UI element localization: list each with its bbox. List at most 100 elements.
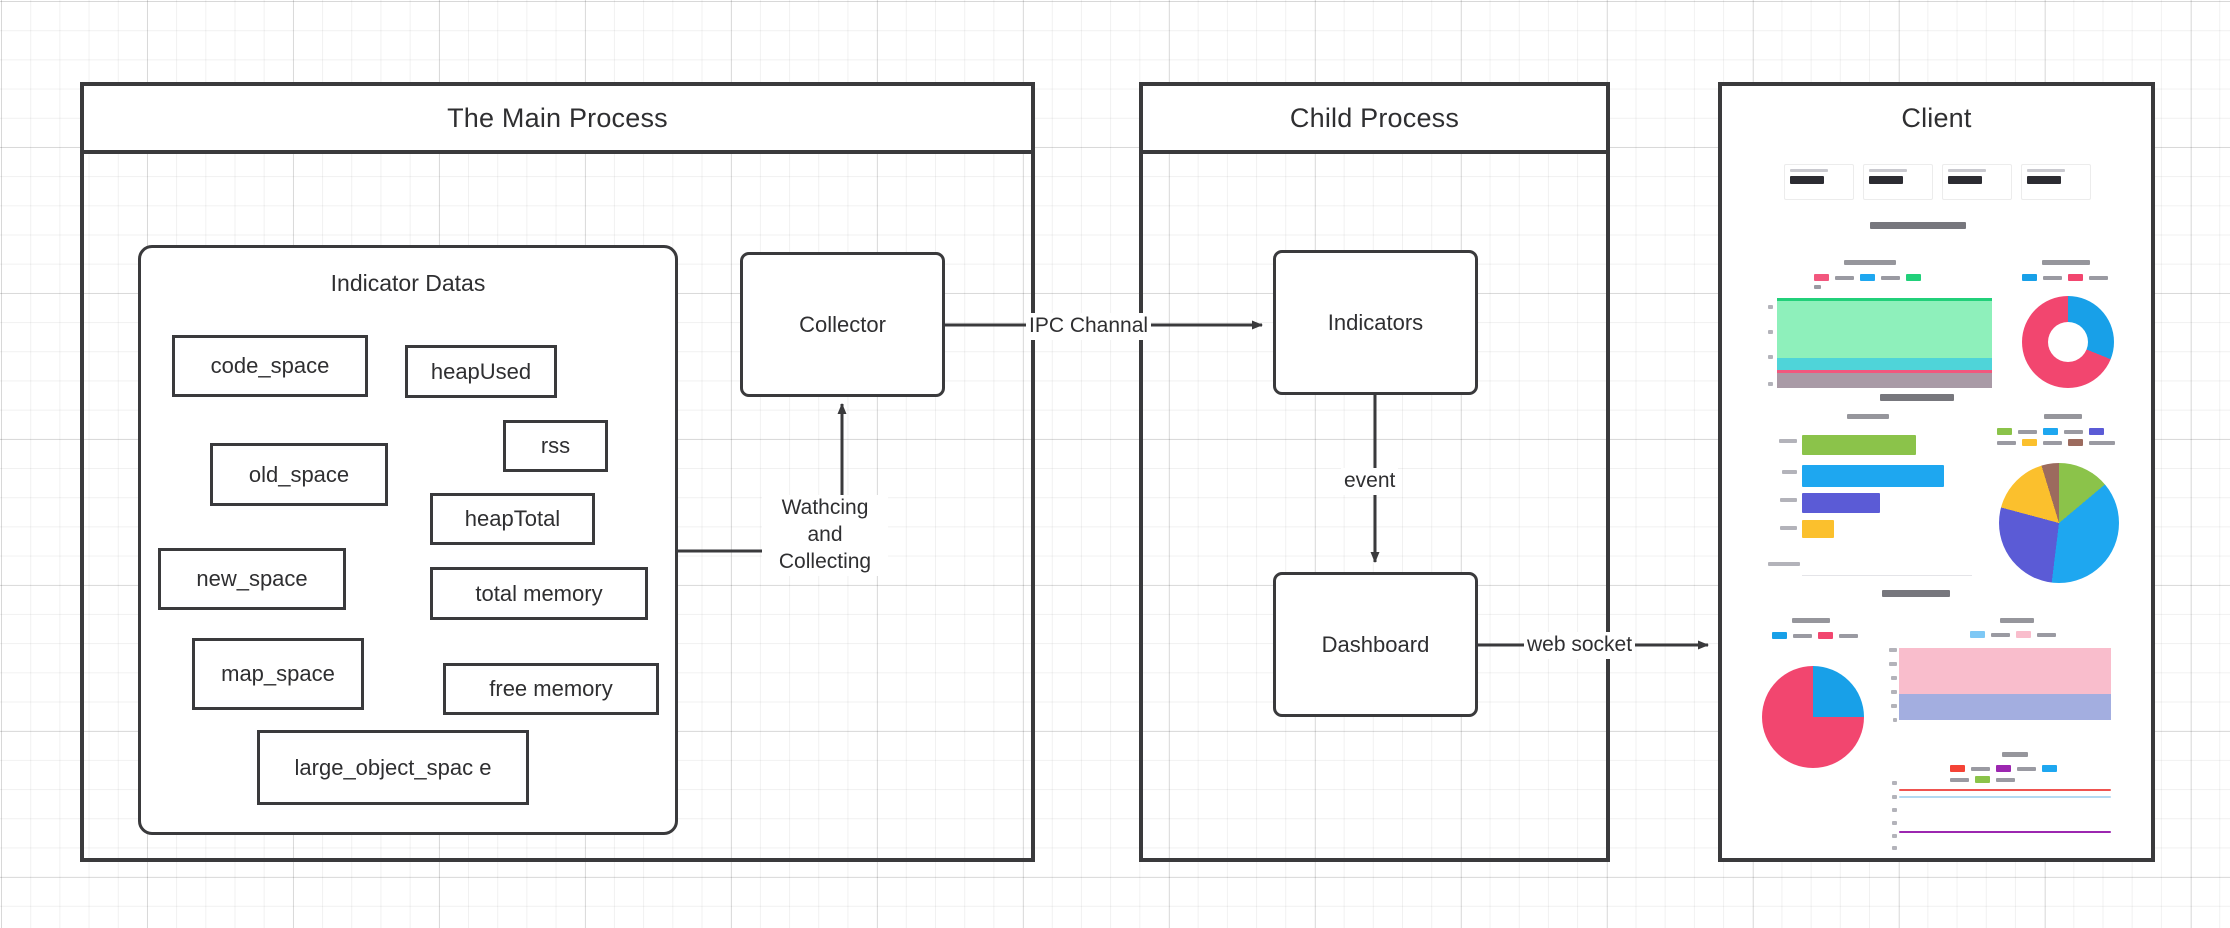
chart-title-memory-area: [1844, 260, 1896, 265]
dashboard-section-title: [1882, 590, 1950, 597]
bar-item: [1802, 435, 1916, 455]
chart-title-space-bars: [1847, 414, 1889, 419]
indicator-label: heapUsed: [430, 358, 532, 384]
indicator-box-total-memory[interactable]: total memory: [430, 567, 648, 620]
axis-tick: [1891, 704, 1897, 708]
indicator-box-heap-used[interactable]: heapUsed: [405, 345, 557, 398]
chart-legend-lines: [1950, 765, 2070, 783]
stat-card: [1784, 164, 1854, 200]
indicator-box-old-space[interactable]: old_space: [210, 443, 388, 506]
indicator-box-rss[interactable]: rss: [503, 420, 608, 472]
panel-child-process-title: Child Process: [1289, 102, 1460, 133]
edge-label-ipc-channal: IPC Channal: [1026, 313, 1152, 340]
node-indicators[interactable]: Indicators: [1273, 250, 1478, 395]
indicator-box-heap-total[interactable]: heapTotal: [430, 493, 595, 545]
chart-title-cpu-pie: [1792, 618, 1830, 623]
node-collector[interactable]: Collector: [740, 252, 945, 397]
stat-card-row: [1784, 164, 2091, 200]
axis-line-x: [1802, 575, 1972, 576]
indicator-label: heapTotal: [464, 506, 561, 532]
legend-swatch: [1975, 776, 1990, 783]
edge-label-watching-and-collecting: Wathcing and Collecting: [762, 495, 888, 576]
legend-text: [1950, 777, 1969, 782]
panel-child-process-header: Child Process: [1143, 86, 1606, 154]
chart-legend-cpu-pie: [1772, 632, 1864, 639]
chart-band-area-plot: [1899, 648, 2111, 720]
stat-card: [1863, 164, 1933, 200]
area-series-3: [1777, 300, 1992, 358]
indicator-box-large-object-space[interactable]: large_object_spac e: [257, 730, 529, 805]
axis-tick: [1891, 676, 1897, 680]
chart-title-band-area: [2000, 618, 2034, 623]
stat-card-caption: [1869, 169, 1907, 172]
axis-tick: [1892, 834, 1897, 838]
axis-category-label: [1780, 498, 1797, 502]
legend-swatch: [1814, 274, 1829, 281]
legend-swatch: [1772, 632, 1787, 639]
legend-swatch: [1950, 765, 1965, 772]
indicator-label: old_space: [248, 461, 350, 487]
legend-swatch: [1970, 631, 1985, 638]
axis-tick: [1892, 795, 1897, 799]
axis-tick: [1892, 821, 1897, 825]
stat-card: [1942, 164, 2012, 200]
chart-title-space-pie: [2044, 414, 2082, 419]
indicator-label: rss: [540, 433, 571, 459]
axis-tick: [1889, 662, 1897, 666]
stat-card-caption: [1948, 169, 1986, 172]
panel-client: Client: [1718, 82, 2155, 862]
bar-item: [1802, 465, 1944, 487]
line-series-red: [1899, 789, 2111, 791]
chart-legend-band-area: [1970, 631, 2060, 638]
legend-text: [1991, 632, 2010, 637]
panel-main-process-header: The Main Process: [84, 86, 1031, 154]
legend-swatch: [2022, 274, 2037, 281]
axis-tick: [1768, 355, 1773, 359]
bar-item: [1802, 520, 1834, 538]
axis-tick: [1892, 846, 1897, 850]
axis-category-label: [1780, 526, 1797, 530]
legend-swatch: [1860, 274, 1875, 281]
chart-lines-plot: [1899, 784, 2111, 856]
legend-swatch: [2042, 765, 2057, 772]
stat-card-caption: [2027, 169, 2065, 172]
stat-card-value: [1948, 176, 1982, 184]
indicator-box-free-memory[interactable]: free memory: [443, 663, 659, 715]
dashboard-section-title: [1880, 394, 1954, 401]
chart-title-memory-donut: [2042, 260, 2090, 265]
legend-swatch: [2016, 631, 2031, 638]
indicator-box-code-space[interactable]: code_space: [172, 335, 368, 397]
panel-main-process: The Main Process: [80, 82, 1035, 862]
legend-swatch: [2089, 428, 2104, 435]
node-dashboard[interactable]: Dashboard: [1273, 572, 1478, 717]
panel-main-process-title: The Main Process: [447, 102, 668, 133]
legend-text: [2089, 440, 2115, 445]
donut-hole: [2048, 322, 2088, 362]
legend-swatch: [2068, 274, 2083, 281]
axis-tick: [1892, 808, 1897, 812]
legend-text: [1814, 285, 1821, 289]
legend-text: [1997, 440, 2016, 445]
line-series-blue: [1899, 796, 2111, 798]
legend-text: [1835, 275, 1854, 280]
axis-tick: [1768, 330, 1773, 334]
axis-tick: [1889, 648, 1897, 652]
stat-card-value: [1869, 176, 1903, 184]
area-lower: [1899, 694, 2111, 720]
indicator-label: large_object_spac e: [294, 754, 492, 780]
chart-legend-memory-donut: [2022, 274, 2114, 281]
indicator-box-new-space[interactable]: new_space: [158, 548, 346, 610]
axis-tick: [1892, 781, 1897, 785]
axis-category-label: [1782, 470, 1797, 474]
client-dashboard-preview[interactable]: [1722, 150, 2151, 858]
chart-memory-area-plot: [1777, 298, 1992, 388]
legend-text: [2064, 429, 2083, 434]
legend-text: [1793, 633, 1812, 638]
chart-cpu-pie: [1762, 666, 1864, 768]
axis-category-label: [1779, 439, 1797, 443]
node-indicators-label: Indicators: [1327, 309, 1424, 335]
axis-tick: [1893, 718, 1897, 722]
stat-card-value: [2027, 176, 2061, 184]
indicator-box-map-space[interactable]: map_space: [192, 638, 364, 710]
